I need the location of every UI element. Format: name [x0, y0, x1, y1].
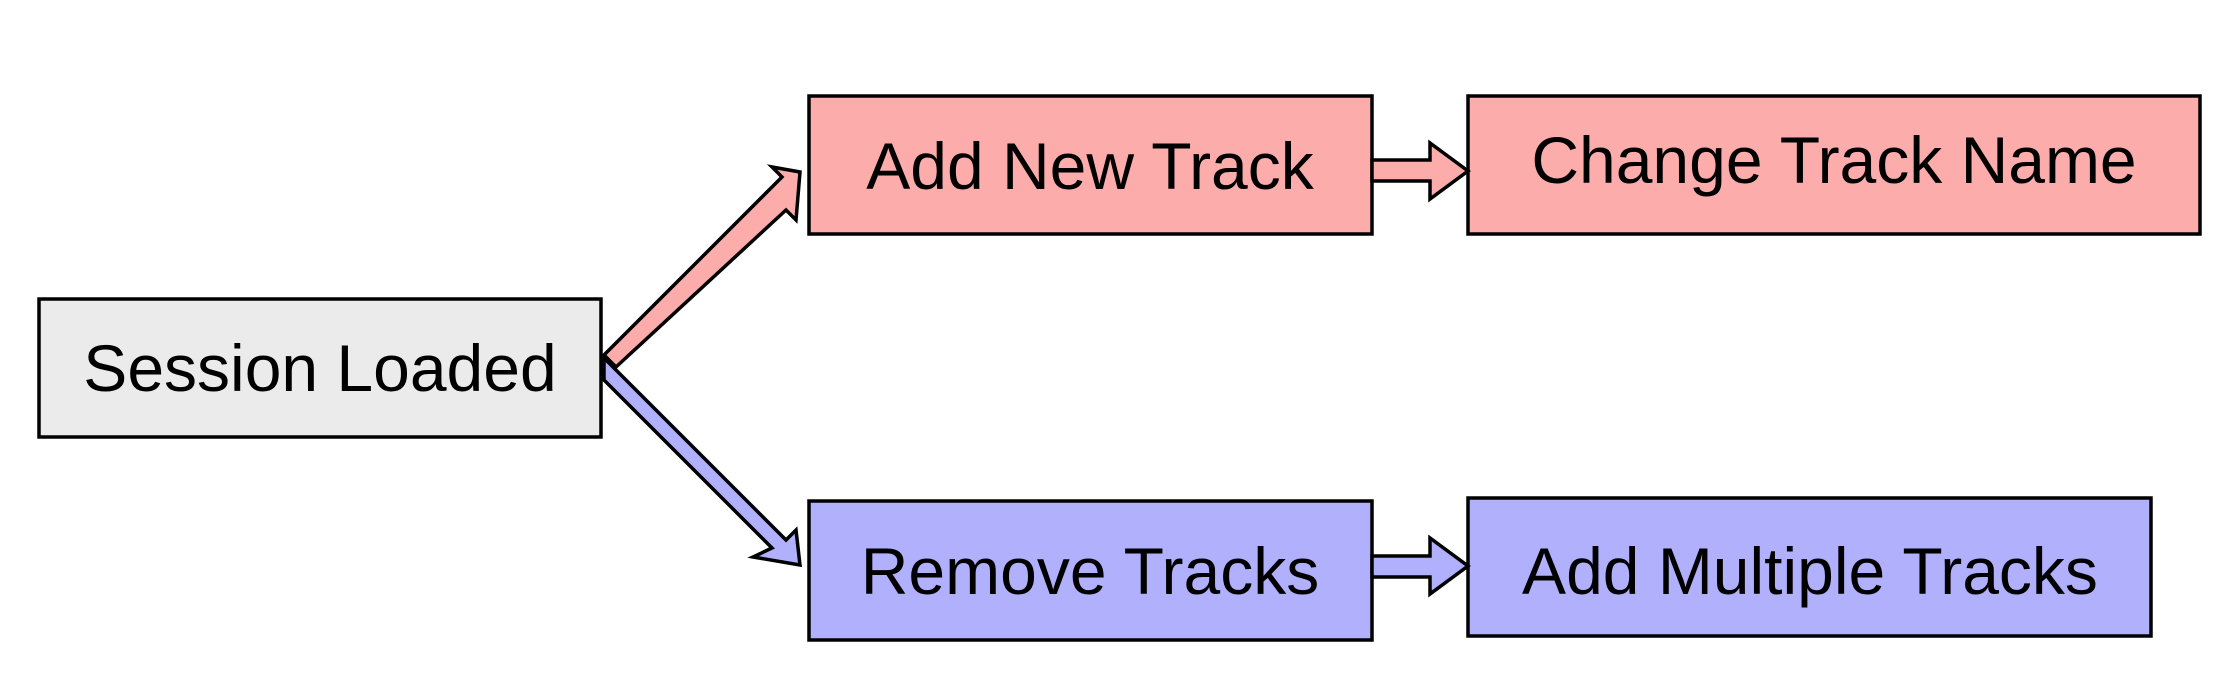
- node-remove-tracks-label: Remove Tracks: [861, 534, 1319, 608]
- arrow-session-to-add-new-track: [601, 164, 802, 370]
- arrow-remove-tracks-to-add-multiple-tracks: [1370, 534, 1471, 598]
- node-remove-tracks: Remove Tracks: [807, 499, 1374, 642]
- node-add-new-track-box: [807, 94, 1374, 236]
- node-add-multiple-tracks-label: Add Multiple Tracks: [1522, 534, 2098, 608]
- node-session-loaded-box: [37, 297, 603, 439]
- node-change-track-name-label: Change Track Name: [1531, 123, 2136, 197]
- node-session-loaded-label: Session Loaded: [83, 331, 556, 405]
- arrow-session-to-remove-tracks: [602, 353, 803, 568]
- node-session-loaded: Session Loaded: [37, 297, 603, 439]
- node-add-multiple-tracks: Add Multiple Tracks: [1466, 496, 2153, 638]
- node-change-track-name: Change Track Name: [1466, 94, 2202, 236]
- node-change-track-name-box: [1466, 94, 2202, 236]
- node-add-multiple-tracks-box: [1466, 496, 2153, 638]
- node-add-new-track-label: Add New Track: [866, 129, 1314, 203]
- node-remove-tracks-box: [807, 499, 1374, 642]
- node-add-new-track: Add New Track: [807, 94, 1374, 236]
- arrow-add-new-track-to-change-track-name: [1370, 139, 1471, 203]
